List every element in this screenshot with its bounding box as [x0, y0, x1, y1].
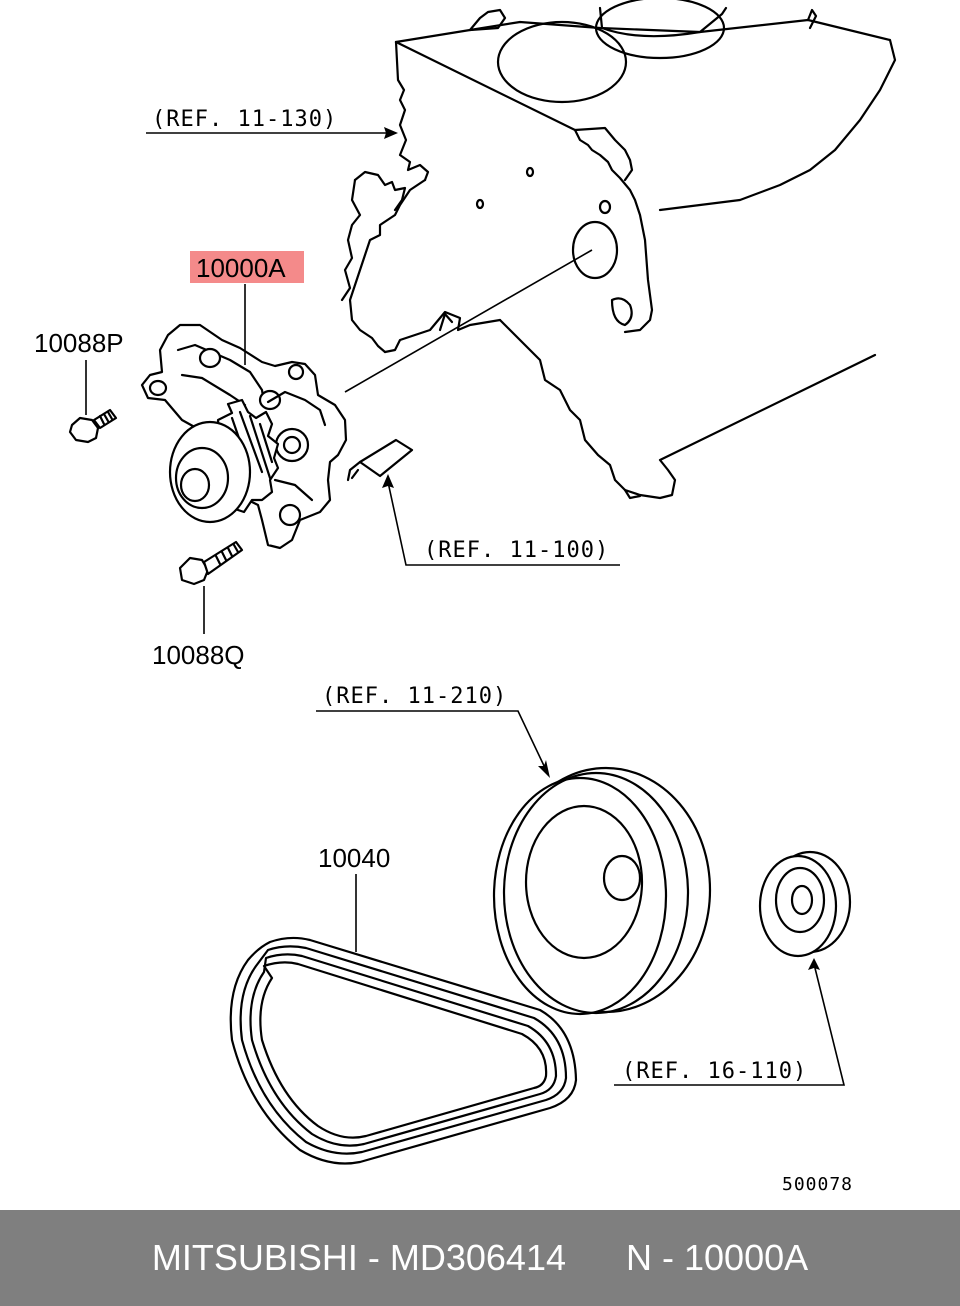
diagram-number: 500078 — [782, 1174, 853, 1195]
part-10040-label: 10040 — [318, 843, 390, 873]
arrow-icon — [538, 760, 550, 778]
footer-brand: MITSUBISHI — [151, 1237, 358, 1278]
footer-ref-prefix: N — [626, 1237, 653, 1278]
footer-gap — [566, 1237, 626, 1279]
part-10000a-callout[interactable]: 10000A — [190, 251, 304, 365]
part-10088q-label: 10088Q — [152, 640, 245, 670]
footer-part-number: MD306414 — [389, 1237, 566, 1278]
timing-belt-drawing — [229, 936, 578, 1165]
bolt-icon — [68, 408, 118, 444]
belt-10040[interactable]: 10040 — [229, 843, 578, 1165]
parts-diagram: (REF. 11-130) 10000A 10088P — [34, 0, 897, 1195]
ref-11-130-label: (REF. 11-130) — [152, 107, 337, 132]
footer-ref-code: 10000A — [684, 1237, 809, 1278]
ref-16-110-label: (REF. 16-110) — [622, 1059, 807, 1084]
part-10000a-label: 10000A — [196, 253, 286, 283]
arrow-icon — [382, 474, 394, 488]
ref-11-100-label: (REF. 11-100) — [424, 538, 609, 563]
water-pump-drawing — [140, 323, 348, 550]
ref-11-210-label: (REF. 11-210) — [322, 684, 507, 709]
footer-separator: - — [357, 1237, 390, 1278]
sealant-ref-11-100[interactable]: (REF. 11-100) — [346, 438, 620, 566]
part-10088p-label: 10088P — [34, 328, 124, 358]
footer-bar: MITSUBISHI - MD306414 N - 10000A — [0, 1210, 960, 1306]
highlight-box — [190, 251, 304, 283]
footer-separator: - — [652, 1237, 685, 1278]
bolt-icon — [178, 540, 244, 586]
alignment-line — [344, 249, 593, 393]
crank-pulley-drawing — [492, 766, 712, 1016]
arrow-icon — [384, 127, 398, 139]
sealant-tube-icon — [358, 438, 414, 478]
idler-pulley-ref-16-110[interactable]: (REF. 16-110) — [614, 850, 852, 1086]
crank-pulley-ref-11-210[interactable]: (REF. 11-210) — [316, 684, 712, 1016]
bolt-10088q[interactable]: 10088Q — [152, 540, 245, 670]
engine-block-outline — [340, 0, 897, 500]
idler-pulley-drawing — [758, 850, 852, 958]
bolt-10088p[interactable]: 10088P — [34, 328, 124, 444]
ref-11-130-callout[interactable]: (REF. 11-130) — [146, 107, 398, 139]
